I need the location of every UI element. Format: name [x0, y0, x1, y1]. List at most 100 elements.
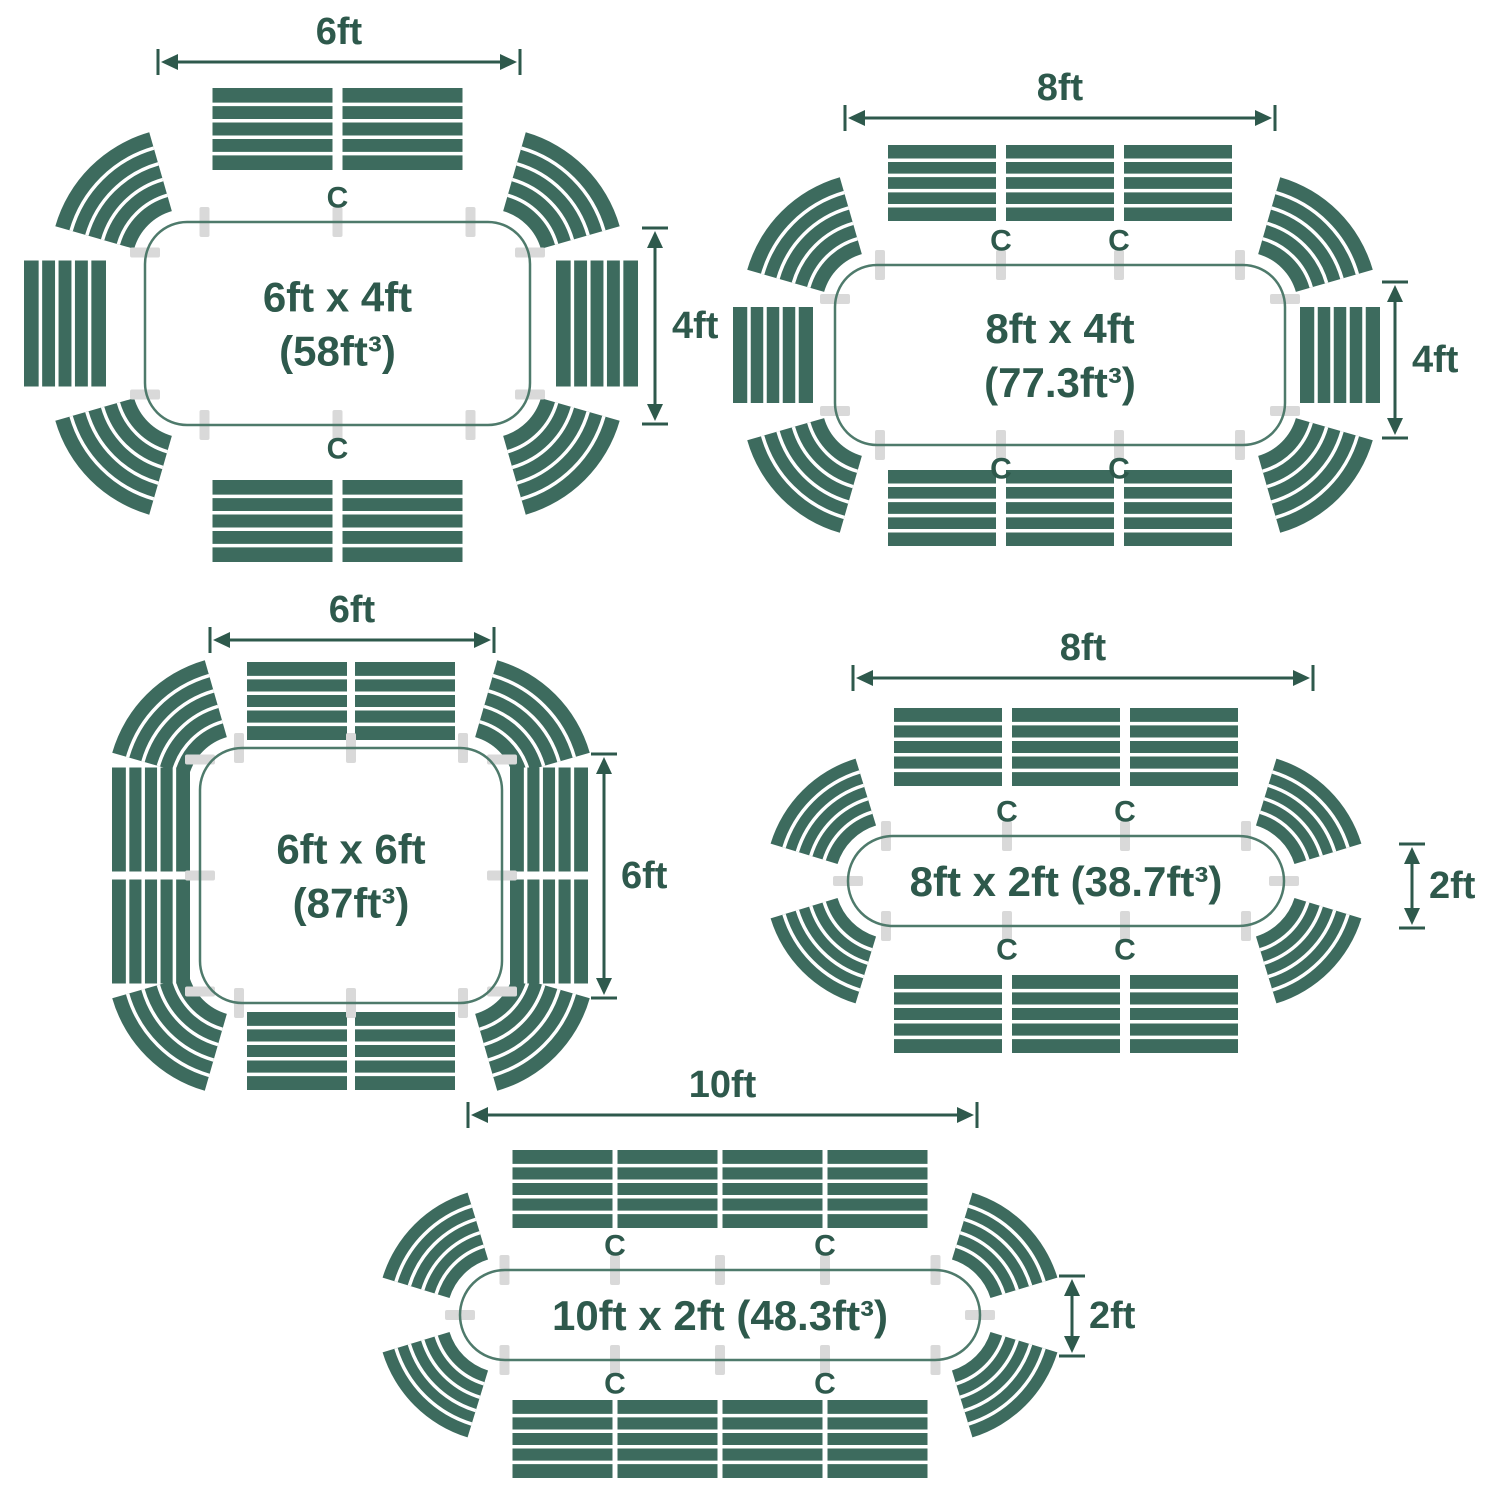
connector-c-label: C: [996, 796, 1018, 829]
straight-panel: [617, 1400, 718, 1478]
corner-panel: [475, 976, 590, 1091]
bed-outline: [833, 263, 1287, 447]
height-dimension: 4ft: [642, 226, 719, 426]
corner-panel: [951, 1331, 1058, 1438]
straight-panel: [1124, 145, 1232, 221]
height-dimension: 2ft: [1059, 1274, 1136, 1358]
straight-panel: [888, 470, 996, 546]
corner-panel: [382, 1192, 489, 1299]
straight-panel: [212, 480, 333, 562]
straight-panel: [247, 1012, 347, 1090]
corner-panel: [1258, 177, 1373, 292]
width-dimension: 6ft: [156, 11, 522, 75]
straight-panel: [112, 879, 190, 984]
width-dimension-label: 8ft: [1037, 67, 1084, 109]
straight-panel: [894, 975, 1002, 1053]
straight-panel: [212, 88, 333, 170]
corner-panel: [1255, 758, 1362, 865]
corner-panel: [951, 1192, 1058, 1299]
corner-panel: [747, 418, 862, 533]
connector-tab: [487, 986, 517, 997]
height-dimension: 6ft: [591, 752, 668, 1000]
bed-outline: [458, 1268, 982, 1362]
bed-diagram-4: C C C C 8ft x 2ft (38.7ft³) 8ft 2ft: [770, 627, 1476, 1053]
height-dimension: 4ft: [1382, 280, 1459, 440]
straight-panel: [894, 708, 1002, 786]
height-dimension-label: 2ft: [1429, 865, 1476, 907]
straight-panel: [1124, 470, 1232, 546]
bed-size-label: 10ft x 2ft (48.3ft³): [552, 1292, 888, 1339]
straight-panel: [512, 1150, 613, 1228]
straight-panel: [247, 662, 347, 740]
height-dimension-label: 4ft: [672, 305, 719, 347]
connector-tab: [185, 986, 215, 997]
connector-tab: [130, 247, 160, 258]
connector-c-label: C: [1108, 453, 1130, 486]
bed-size-label: 6ft x 4ft: [263, 274, 412, 321]
connector-c-label: C: [1114, 796, 1136, 829]
straight-panel: [733, 307, 813, 403]
connector-tab: [515, 389, 545, 400]
straight-panel: [24, 260, 106, 387]
straight-panel: [342, 88, 463, 170]
corner-panel: [55, 132, 172, 249]
corner-panel: [770, 897, 877, 1004]
corner-panel: [747, 177, 862, 292]
straight-panel: [510, 767, 588, 872]
height-dimension-label: 2ft: [1089, 1295, 1136, 1337]
connector-c-label: C: [990, 225, 1012, 258]
connector-c-label: C: [1114, 934, 1136, 967]
corner-panel: [475, 660, 590, 775]
corner-panel: [112, 660, 227, 775]
straight-panel: [722, 1150, 823, 1228]
corner-panel: [503, 398, 620, 515]
width-dimension-label: 8ft: [1060, 627, 1107, 669]
width-dimension-label: 6ft: [329, 589, 376, 631]
connector-c-label: C: [604, 1368, 626, 1401]
connector-c-label: C: [327, 433, 349, 466]
width-dimension-label: 10ft: [689, 1064, 757, 1106]
straight-panel: [1006, 145, 1114, 221]
corner-panel: [55, 398, 172, 515]
straight-panel: [1006, 470, 1114, 546]
straight-panel: [1300, 307, 1380, 403]
straight-panel: [355, 662, 455, 740]
connector-tab: [130, 389, 160, 400]
connector-tab: [487, 754, 517, 765]
connector-c-label: C: [996, 934, 1018, 967]
connector-c-label: C: [604, 1230, 626, 1263]
width-dimension: 8ft: [851, 627, 1315, 691]
straight-panel: [342, 480, 463, 562]
corner-panel: [112, 976, 227, 1091]
straight-panel: [112, 767, 190, 872]
bed-size-label: 8ft x 4ft: [985, 305, 1134, 352]
straight-panel: [827, 1400, 928, 1478]
bed-volume-label: (58ft³): [279, 328, 396, 375]
straight-panel: [722, 1400, 823, 1478]
height-dimension: 2ft: [1399, 842, 1476, 930]
bed-volume-label: (87ft³): [293, 880, 410, 927]
straight-panel: [556, 260, 638, 387]
connector-c-label: C: [1108, 225, 1130, 258]
straight-panel: [1012, 708, 1120, 786]
corner-panel: [770, 758, 877, 865]
bed-outline: [143, 220, 532, 427]
straight-panel: [1130, 708, 1238, 786]
straight-panel: [1130, 975, 1238, 1053]
width-dimension: 10ft: [466, 1064, 979, 1128]
width-dimension: 6ft: [208, 589, 496, 653]
corner-panel: [503, 132, 620, 249]
connector-c-label: C: [814, 1368, 836, 1401]
corner-panel: [382, 1331, 489, 1438]
straight-panel: [888, 145, 996, 221]
bed-size-label: 8ft x 2ft (38.7ft³): [910, 858, 1223, 905]
corner-panel: [1255, 897, 1362, 1004]
connector-c-label: C: [990, 453, 1012, 486]
bed-outline: [846, 834, 1286, 928]
